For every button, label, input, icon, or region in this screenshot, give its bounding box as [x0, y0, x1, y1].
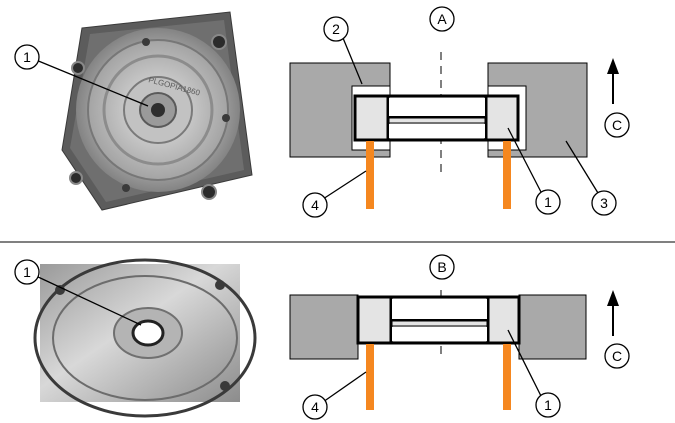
bearing-bottom: [356, 295, 521, 345]
housing-left-bottom: [289, 294, 359, 360]
press-tool-left-top: [366, 141, 374, 209]
svg-text:1: 1: [23, 49, 31, 65]
diagram-callout-3-top: 3: [565, 140, 617, 216]
svg-text:C: C: [612, 117, 622, 133]
section-label-b: B: [429, 254, 455, 280]
diagram-callout-4-top: 4: [302, 170, 367, 218]
direction-arrow-bottom: C: [604, 290, 630, 369]
svg-text:B: B: [437, 259, 446, 275]
svg-text:1: 1: [544, 194, 552, 210]
svg-text:1: 1: [544, 397, 552, 413]
svg-text:4: 4: [311, 197, 319, 213]
photo-callout-1-bottom: 1: [14, 259, 142, 326]
section-label-a: A: [429, 6, 455, 32]
press-tool-right-top: [503, 141, 511, 209]
press-tool-right-bottom: [503, 344, 511, 410]
press-tool-left-bottom: [366, 344, 374, 410]
diagram-callout-2-top: 2: [323, 16, 363, 85]
svg-text:1: 1: [23, 264, 31, 280]
housing-right-bottom: [518, 294, 587, 360]
bearing-top: [353, 94, 520, 142]
diagram-callout-1-bottom: 1: [507, 329, 561, 418]
svg-text:A: A: [437, 11, 447, 27]
svg-text:C: C: [612, 348, 622, 364]
photo-callout-1-top: 1: [14, 44, 149, 107]
diagram-callout-1-top: 1: [507, 127, 561, 215]
diagram-callout-4-bottom: 4: [302, 371, 367, 420]
svg-text:4: 4: [311, 399, 319, 415]
direction-arrow-top: C: [604, 58, 630, 138]
end-shield-photo-top: PLGOPIA1860: [61, 11, 253, 211]
bearing-seat-photo-bottom: [33, 258, 257, 418]
svg-text:3: 3: [600, 195, 608, 211]
svg-text:2: 2: [332, 21, 340, 37]
